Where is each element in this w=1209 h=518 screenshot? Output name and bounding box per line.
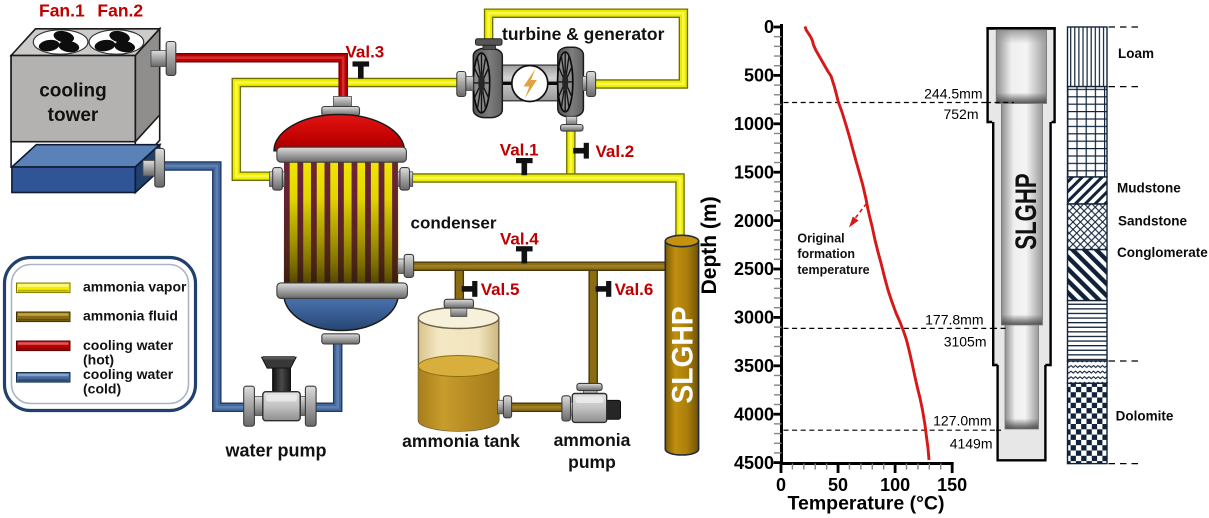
svg-text:Conglomerate: Conglomerate: [1117, 245, 1208, 260]
svg-text:244.5mm: 244.5mm: [924, 86, 982, 102]
svg-text:2500: 2500: [734, 259, 774, 279]
svg-text:Val.2: Val.2: [596, 142, 635, 161]
svg-text:Temperature (°C): Temperature (°C): [788, 493, 945, 515]
svg-text:formation: formation: [797, 247, 855, 261]
svg-text:0: 0: [776, 475, 786, 495]
svg-text:50: 50: [828, 475, 848, 495]
svg-text:752m: 752m: [943, 106, 978, 122]
svg-text:water pump: water pump: [224, 441, 326, 461]
svg-text:Val.5: Val.5: [481, 280, 520, 299]
svg-text:Val.6: Val.6: [615, 280, 654, 299]
svg-text:(hot): (hot): [83, 351, 114, 367]
svg-text:Dolomite: Dolomite: [1116, 409, 1174, 424]
svg-text:Val.3: Val.3: [346, 43, 385, 62]
svg-text:Val.1: Val.1: [500, 141, 539, 160]
svg-text:Original: Original: [797, 232, 844, 246]
svg-text:tower: tower: [48, 105, 99, 126]
svg-text:(cold): (cold): [83, 380, 121, 396]
svg-text:1500: 1500: [734, 162, 774, 182]
svg-text:ammonia: ammonia: [554, 430, 631, 450]
svg-text:3000: 3000: [734, 308, 774, 328]
svg-text:cooling water: cooling water: [83, 337, 174, 353]
svg-text:500: 500: [744, 66, 774, 86]
svg-text:1000: 1000: [734, 114, 774, 134]
svg-text:Val.4: Val.4: [500, 229, 539, 248]
svg-text:100: 100: [880, 475, 910, 495]
svg-text:Mudstone: Mudstone: [1117, 181, 1181, 196]
svg-text:SLGHP: SLGHP: [667, 306, 700, 403]
svg-text:4500: 4500: [734, 453, 774, 473]
svg-text:turbine & generator: turbine & generator: [502, 24, 665, 44]
svg-text:temperature: temperature: [797, 263, 869, 277]
svg-text:Sandstone: Sandstone: [1118, 214, 1188, 229]
svg-text:4149m: 4149m: [950, 436, 993, 452]
svg-text:Loam: Loam: [1118, 46, 1154, 61]
svg-text:cooling water: cooling water: [83, 366, 174, 382]
svg-text:2000: 2000: [734, 211, 774, 231]
svg-text:3105m: 3105m: [944, 334, 987, 350]
svg-text:SLGHP: SLGHP: [1009, 173, 1043, 249]
svg-text:Depth (m): Depth (m): [698, 196, 721, 294]
svg-text:0: 0: [764, 17, 774, 37]
svg-text:Fan.2: Fan.2: [97, 1, 143, 21]
svg-text:150: 150: [937, 475, 967, 495]
svg-text:ammonia fluid: ammonia fluid: [83, 308, 178, 324]
svg-text:ammonia tank: ammonia tank: [402, 431, 520, 451]
svg-text:3500: 3500: [734, 356, 774, 376]
svg-text:ammonia vapor: ammonia vapor: [83, 279, 187, 295]
svg-text:Fan.1: Fan.1: [39, 1, 85, 21]
svg-text:cooling: cooling: [39, 81, 107, 102]
svg-text:127.0mm: 127.0mm: [933, 413, 991, 429]
svg-text:condenser: condenser: [411, 214, 497, 233]
svg-text:pump: pump: [568, 452, 616, 472]
svg-text:4000: 4000: [734, 404, 774, 424]
svg-text:177.8mm: 177.8mm: [925, 311, 983, 327]
